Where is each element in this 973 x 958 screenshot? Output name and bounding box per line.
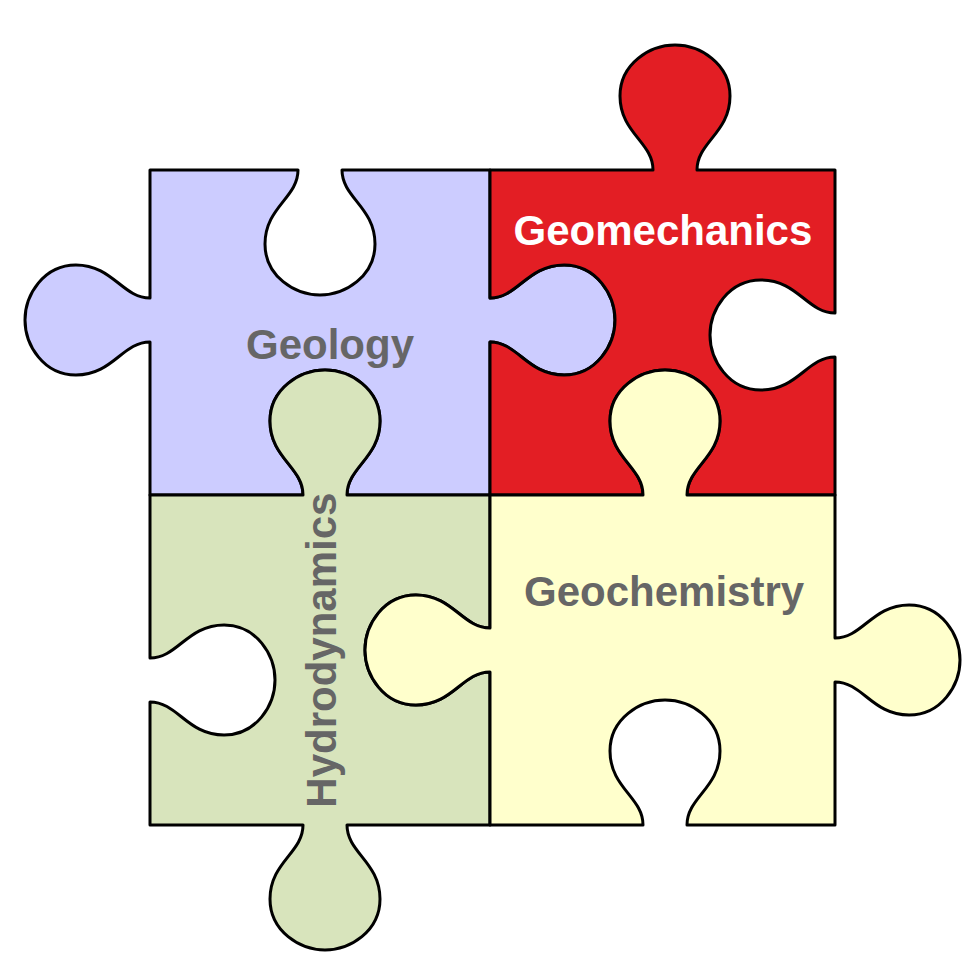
piece-label: Geochemistry	[524, 569, 804, 615]
piece-label: Geology	[246, 322, 414, 368]
puzzle-piece: Geochemistry	[365, 370, 960, 825]
piece-label: Geomechanics	[514, 208, 813, 254]
piece-shape	[365, 370, 960, 825]
piece-label: Hydrodynamics	[299, 493, 345, 808]
